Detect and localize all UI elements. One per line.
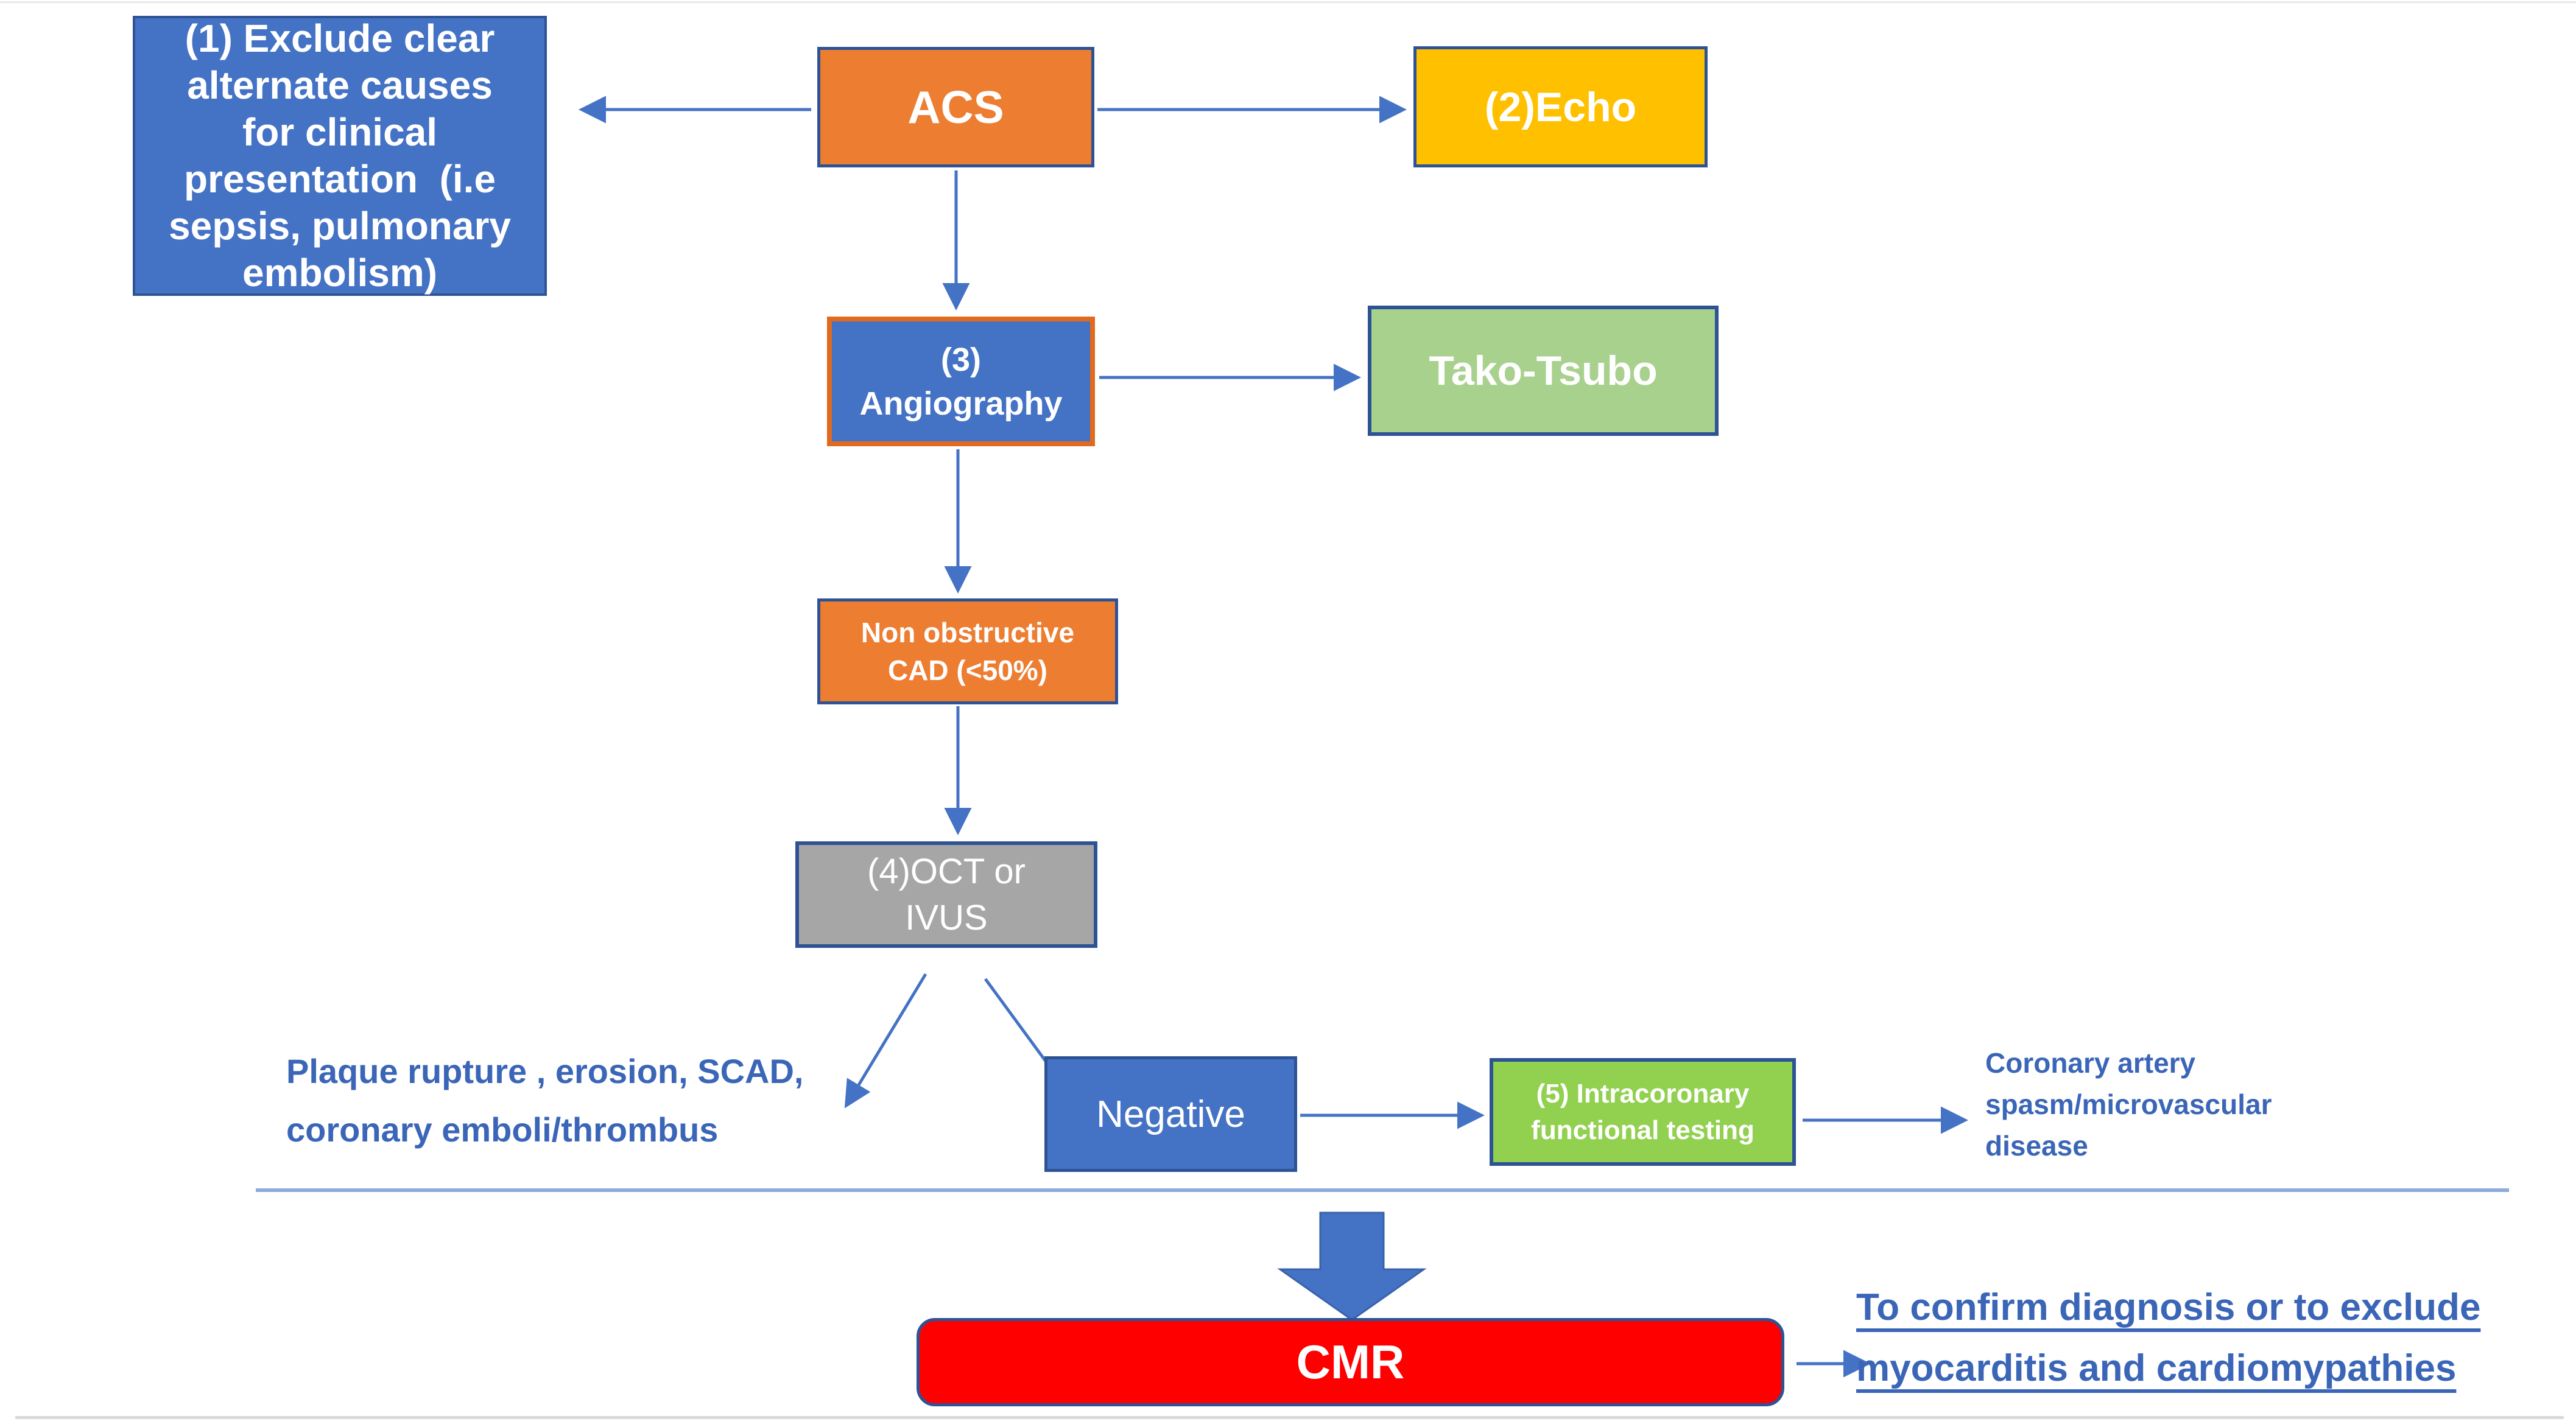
slide-bottom-border bbox=[15, 1416, 2564, 1419]
label-plaque-rupture: Plaque rupture , erosion, SCAD, coronary… bbox=[286, 1052, 804, 1149]
arrow-oct-to-plaque bbox=[844, 973, 927, 1109]
node-exclude-causes-text: (1) Exclude clear alternate causes for c… bbox=[169, 16, 511, 295]
label-confirm-diagnosis: To confirm diagnosis or to exclude myoca… bbox=[1856, 1286, 2481, 1389]
separator-line bbox=[256, 1188, 2509, 1192]
node-echo: (2)Echo bbox=[1413, 46, 1708, 167]
node-functional-testing-text: (5) Intracoronary functional testing bbox=[1531, 1078, 1754, 1145]
node-cmr: CMR bbox=[917, 1318, 1784, 1406]
node-non-obstructive-cad: Non obstructive CAD (<50%) bbox=[817, 598, 1118, 704]
node-negative: Negative bbox=[1044, 1056, 1297, 1172]
label-coronary-spasm: Coronary artery spasm/microvascular dise… bbox=[1985, 1047, 2272, 1162]
node-cmr-text: CMR bbox=[1296, 1335, 1405, 1389]
node-echo-text: (2)Echo bbox=[1484, 83, 1637, 130]
slide-top-border bbox=[0, 1, 2576, 3]
node-oct-ivus-text: (4)OCT or IVUS bbox=[867, 851, 1026, 938]
node-tako-tsubo-text: Tako-Tsubo bbox=[1429, 348, 1658, 394]
node-acs: ACS bbox=[817, 47, 1094, 167]
node-acs-text: ACS bbox=[907, 82, 1004, 133]
node-tako-tsubo: Tako-Tsubo bbox=[1368, 306, 1719, 436]
node-angiography: (3) Angiography bbox=[827, 317, 1095, 446]
node-exclude-causes: (1) Exclude clear alternate causes for c… bbox=[133, 16, 547, 296]
node-angiography-text: (3) Angiography bbox=[859, 341, 1063, 422]
node-functional-testing: (5) Intracoronary functional testing bbox=[1490, 1058, 1796, 1166]
node-oct-ivus: (4)OCT or IVUS bbox=[795, 841, 1097, 948]
big-down-arrow bbox=[1277, 1211, 1427, 1321]
node-non-obstructive-cad-text: Non obstructive CAD (<50%) bbox=[860, 617, 1075, 686]
node-negative-text: Negative bbox=[1096, 1093, 1245, 1135]
